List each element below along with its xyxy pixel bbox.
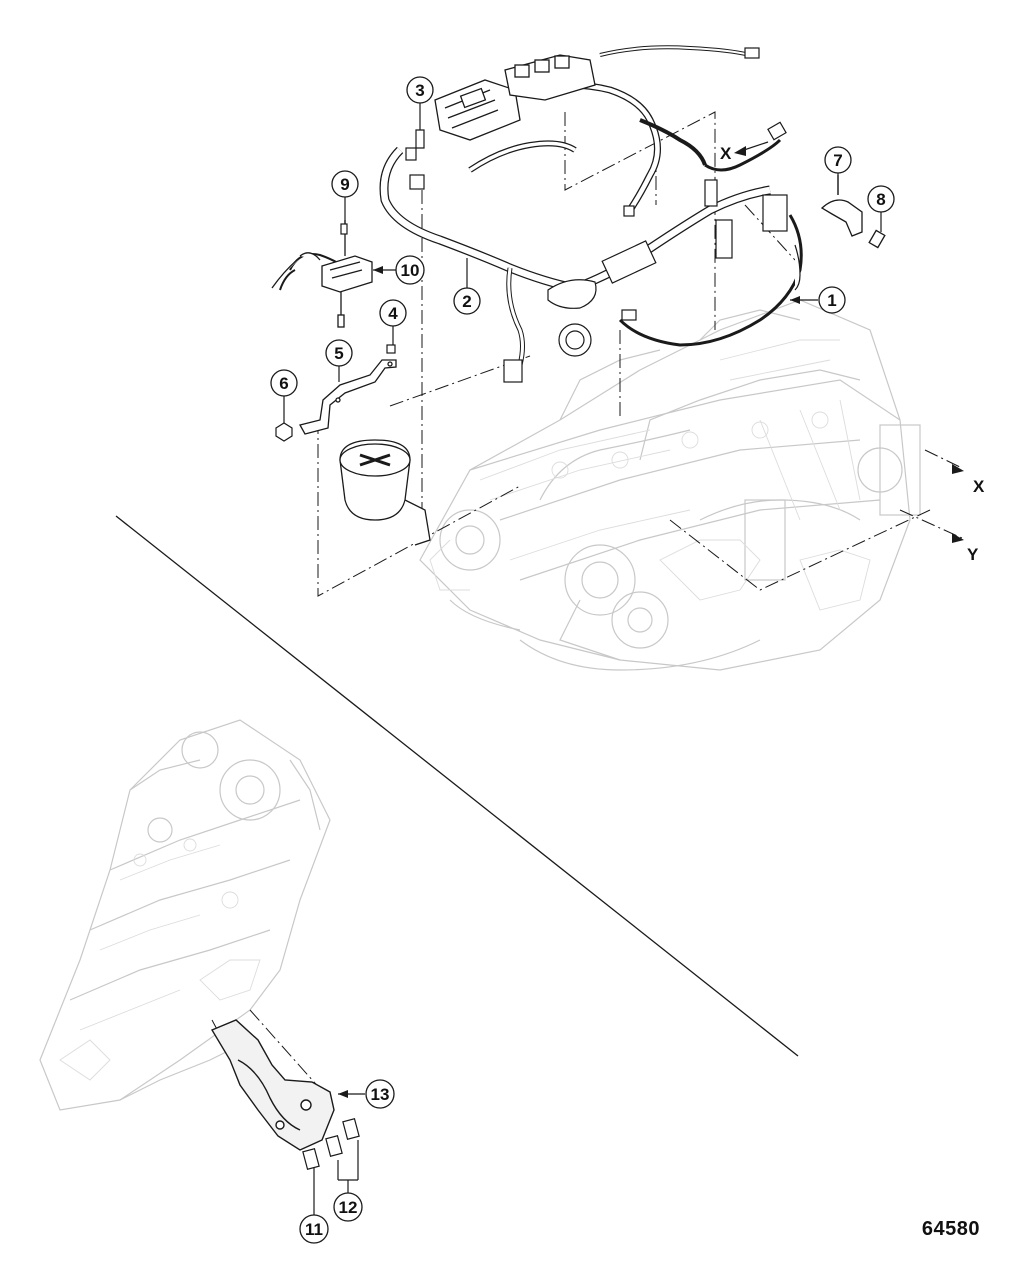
leader-arrowheads (338, 266, 800, 1098)
leader-lines (283, 102, 882, 1215)
svg-text:4: 4 (388, 304, 398, 323)
svg-text:13: 13 (371, 1085, 390, 1104)
reference-x-right: X (952, 464, 985, 496)
svg-text:12: 12 (339, 1198, 358, 1217)
engine-ghost-upper (419, 299, 921, 671)
svg-text:3: 3 (415, 81, 424, 100)
callout-10: 10 (395, 255, 425, 285)
svg-text:8: 8 (876, 190, 885, 209)
svg-text:1: 1 (827, 291, 836, 310)
reference-y-right: Y (952, 533, 979, 564)
bolts-11-12 (302, 1118, 360, 1170)
svg-text:7: 7 (833, 151, 842, 170)
callout-11: 11 (299, 1214, 329, 1244)
svg-text:11: 11 (305, 1220, 323, 1239)
svg-text:X: X (973, 477, 985, 496)
engine-ghost-upper-detail (429, 339, 871, 611)
callout-13: 13 (365, 1079, 395, 1109)
callout-9: 9 (331, 170, 359, 198)
callout-1: 1 (818, 286, 846, 314)
svg-text:2: 2 (462, 292, 471, 311)
part-5-bracket (299, 359, 397, 435)
engine-ghost-lower-detail (59, 838, 261, 1081)
control-module (434, 54, 596, 141)
svg-text:5: 5 (334, 344, 343, 363)
callout-6: 6 (270, 369, 298, 397)
section-divider-line (115, 515, 799, 1057)
svg-text:6: 6 (279, 374, 288, 393)
part-10-module (271, 220, 373, 328)
part-7-8-bracket (820, 175, 886, 249)
callout-7: 7 (824, 146, 852, 174)
reference-x-top: X (720, 141, 769, 163)
harness-connectors (405, 47, 801, 383)
callout-3: 3 (406, 76, 434, 104)
svg-text:10: 10 (401, 261, 420, 280)
filter-housing (339, 439, 431, 546)
callout-12: 12 (333, 1192, 363, 1222)
callout-2: 2 (453, 287, 481, 315)
part-13-bracket (210, 1019, 335, 1151)
figure-number: 64580 (921, 1218, 980, 1240)
assembly-lines (211, 111, 963, 1111)
svg-text:X: X (720, 144, 732, 163)
svg-text:Y: Y (967, 545, 979, 564)
svg-text:9: 9 (340, 175, 349, 194)
callout-4: 4 (379, 299, 407, 327)
callout-5: 5 (325, 339, 353, 367)
engine-ghost-lower (39, 719, 331, 1111)
fastener-parts (275, 129, 425, 442)
callout-8: 8 (867, 185, 895, 213)
